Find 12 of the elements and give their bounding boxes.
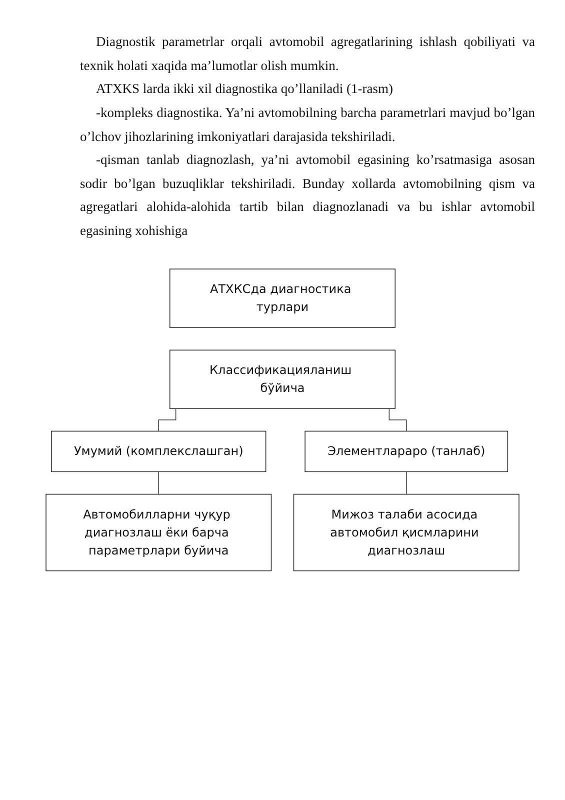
node-box: Элементлараро (танлаб) xyxy=(304,430,508,472)
node-box: Умумий (комплекслашган) xyxy=(51,430,266,472)
connector xyxy=(158,470,159,494)
paragraph: -kompleks diagnostika. Ya’ni avtomobilning barcha parametrlari mavjud bo’lgan o’lchov jihozlarining imkoniyatlari darajasida tekshiriladi. xyxy=(80,104,535,146)
paragraph: Diagnostik parametrlar orqali avtomobil agregatlarining ishlash qobiliyati va texnik holati xaqida ma’lumotlar olish mumkin. xyxy=(80,33,535,75)
paragraph: -qisman tanlab diagnozlash, ya’ni avtomobil egasining ko’rsatmasiga asosan sodir bo’lgan buzuqliklar tekshiriladi. Bunday xollarda avtomobilning qism va agregatlari alohida-alohida tartib bilan diagnozlanadi va bu ishlar avtomobil egasining xohishiga xyxy=(80,151,535,240)
paragraph: ATXKS larda ikki xil diagnostika qo’llaniladi (1-rasm) xyxy=(95,80,394,98)
node-box: Автомобилларни чуқур диагнозлаш ёки барча параметрлари буйича xyxy=(46,493,272,571)
node-box: Классификацияланиш бўйича xyxy=(170,349,396,409)
node-box: АТХКСда диагностика турлари xyxy=(170,268,396,328)
connector xyxy=(406,470,407,494)
node-box: Мижоз талаби асосида автомобил қисмларини диагнозлаш xyxy=(293,493,520,571)
